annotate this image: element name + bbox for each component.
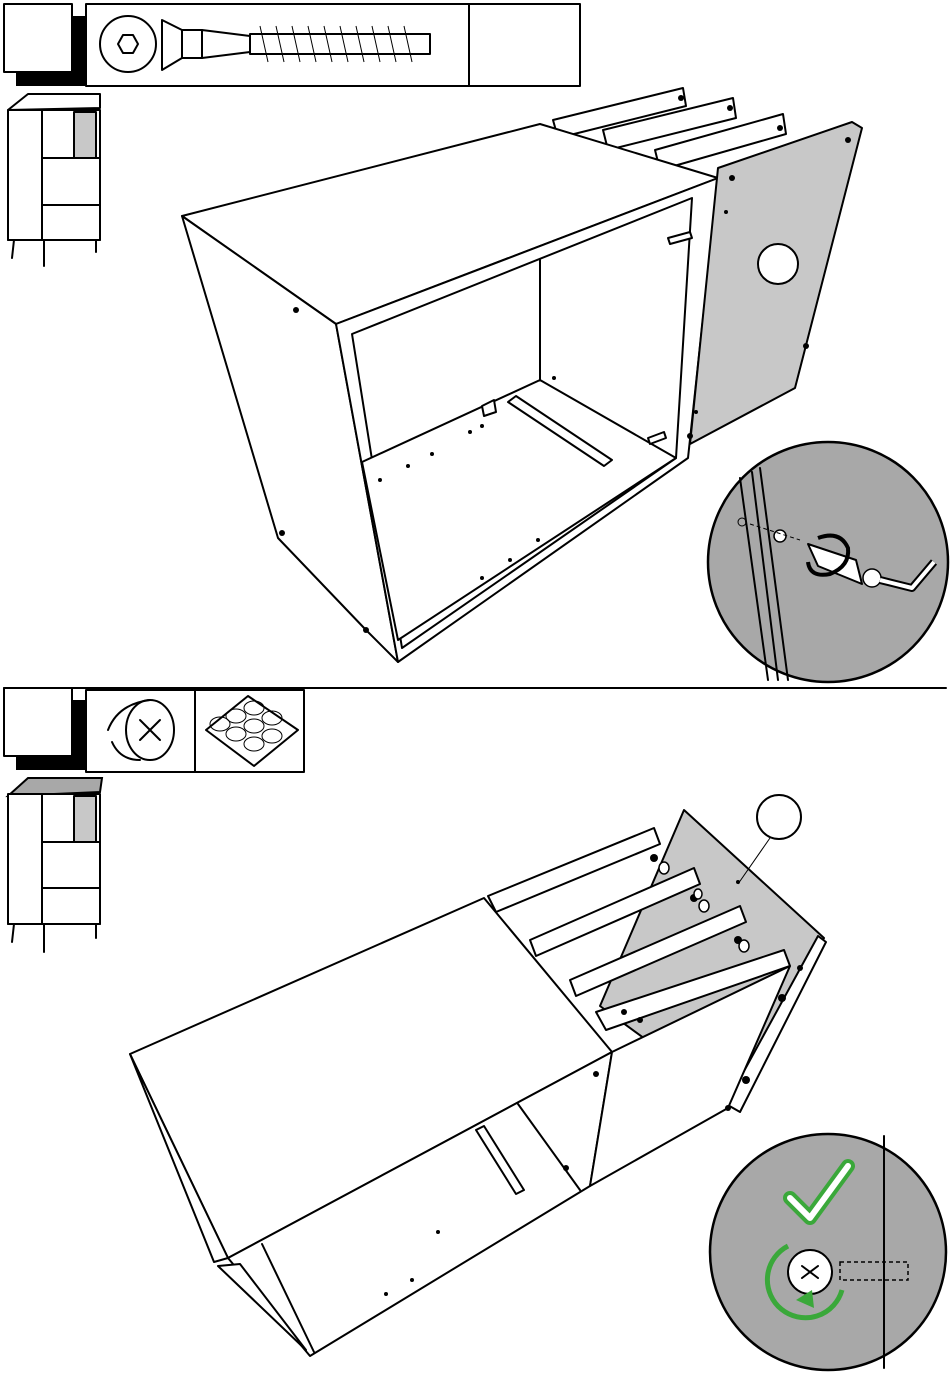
step-b-number-box <box>4 688 86 770</box>
step-a-thumbnail-cabinet <box>8 94 100 266</box>
step-b-parts-box <box>86 690 304 772</box>
step-a-number-box <box>4 4 86 86</box>
step-a-parts-box <box>86 4 580 86</box>
part-callout-circle-b <box>757 795 801 839</box>
part-callout-circle <box>758 244 798 284</box>
step-a <box>4 4 948 682</box>
screw-tighten-detail <box>708 442 948 682</box>
step-b-thumbnail-cabinet <box>8 778 102 952</box>
cam-lock-check-detail <box>710 1134 946 1370</box>
step-b <box>4 688 946 1370</box>
